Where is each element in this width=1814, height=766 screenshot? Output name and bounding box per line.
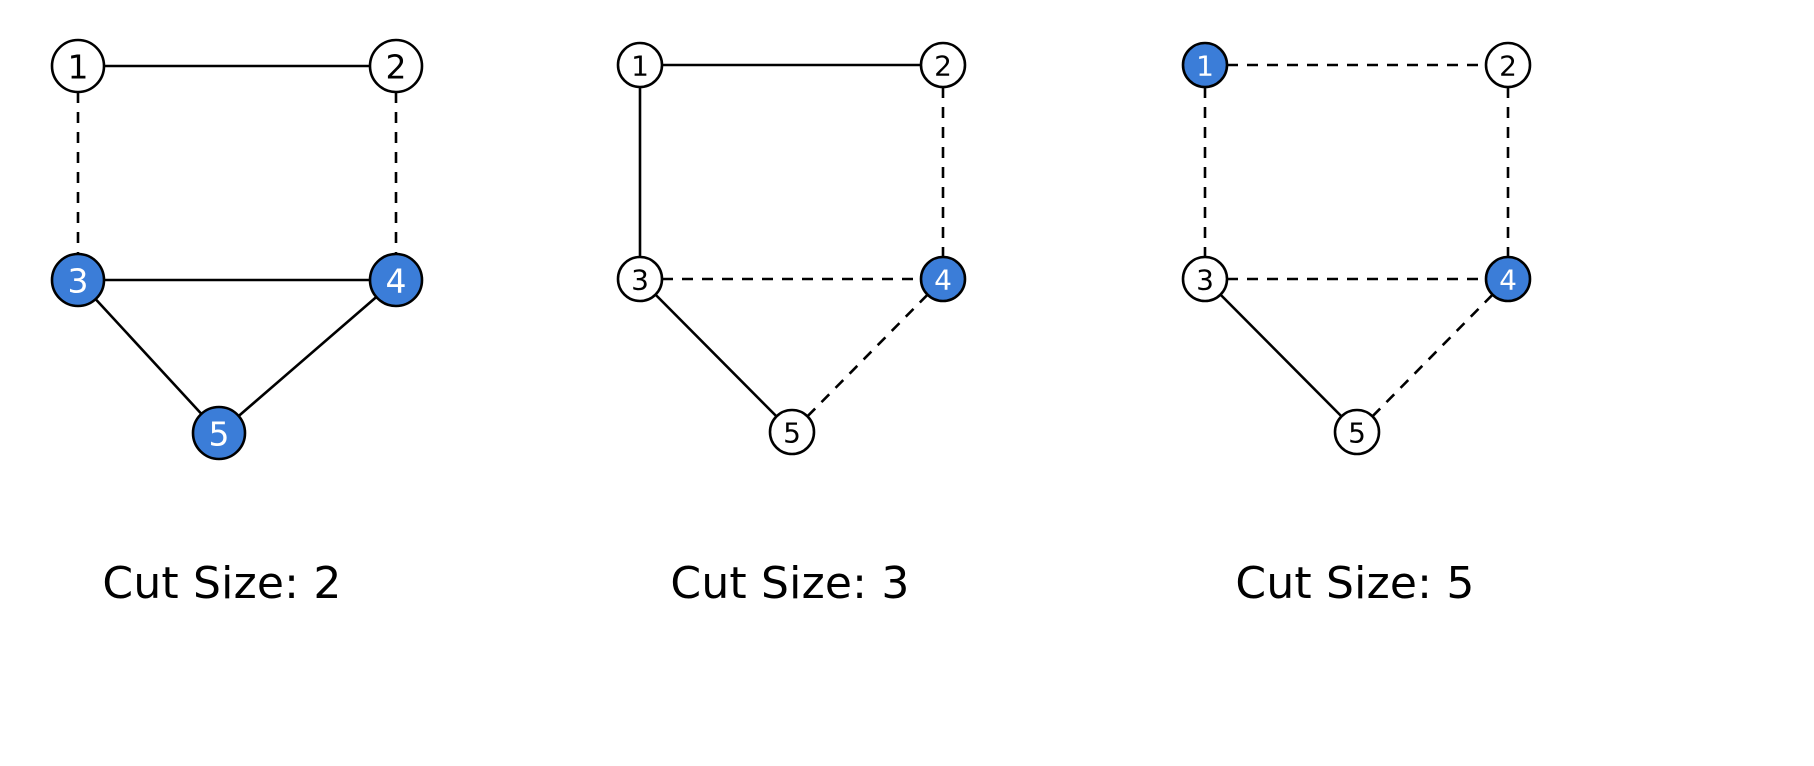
edge-4-5 <box>237 296 378 417</box>
node-2[interactable] <box>1484 41 1532 89</box>
node-2[interactable] <box>368 38 424 94</box>
edge-4-5-cut <box>806 293 929 418</box>
node-1-selected[interactable] <box>1181 41 1229 89</box>
node-5-selected[interactable] <box>191 405 247 461</box>
node-label-3: 3 <box>631 264 649 297</box>
caption-panel-2: Cut Size: 3 <box>670 558 910 609</box>
node-2[interactable] <box>919 41 967 89</box>
node-label-2: 2 <box>1499 50 1517 83</box>
node-label-1: 1 <box>631 50 649 83</box>
node-1[interactable] <box>50 38 106 94</box>
node-3[interactable] <box>616 255 664 303</box>
node-4-selected[interactable] <box>919 255 967 303</box>
node-label-1: 1 <box>1196 50 1214 83</box>
caption-panel-3: Cut Size: 5 <box>1235 558 1475 609</box>
graph-panel-1: 1 2 3 4 5 <box>50 38 424 461</box>
node-label-5: 5 <box>783 417 801 450</box>
node-3-selected[interactable] <box>50 252 106 308</box>
node-1[interactable] <box>616 41 664 89</box>
edge-3-5 <box>94 298 203 415</box>
node-label-4: 4 <box>386 262 407 301</box>
node-4-selected[interactable] <box>1484 255 1532 303</box>
node-label-5: 5 <box>1348 417 1366 450</box>
node-label-4: 4 <box>1499 264 1517 297</box>
node-label-5: 5 <box>209 415 230 454</box>
node-label-3: 3 <box>68 262 89 301</box>
node-label-2: 2 <box>386 48 407 87</box>
edge-3-5 <box>1219 293 1343 418</box>
node-3[interactable] <box>1181 255 1229 303</box>
graph-panel-2: 1 2 3 4 5 <box>616 41 967 456</box>
node-5[interactable] <box>1333 408 1381 456</box>
graph-panel-3: 1 2 3 4 5 <box>1181 41 1532 456</box>
node-5[interactable] <box>768 408 816 456</box>
node-label-4: 4 <box>934 264 952 297</box>
caption-panel-1: Cut Size: 2 <box>102 558 342 609</box>
node-label-2: 2 <box>934 50 952 83</box>
edge-3-5 <box>654 293 778 418</box>
edge-4-5-cut <box>1371 293 1494 418</box>
node-label-1: 1 <box>68 48 89 87</box>
node-label-3: 3 <box>1196 264 1214 297</box>
node-4-selected[interactable] <box>368 252 424 308</box>
